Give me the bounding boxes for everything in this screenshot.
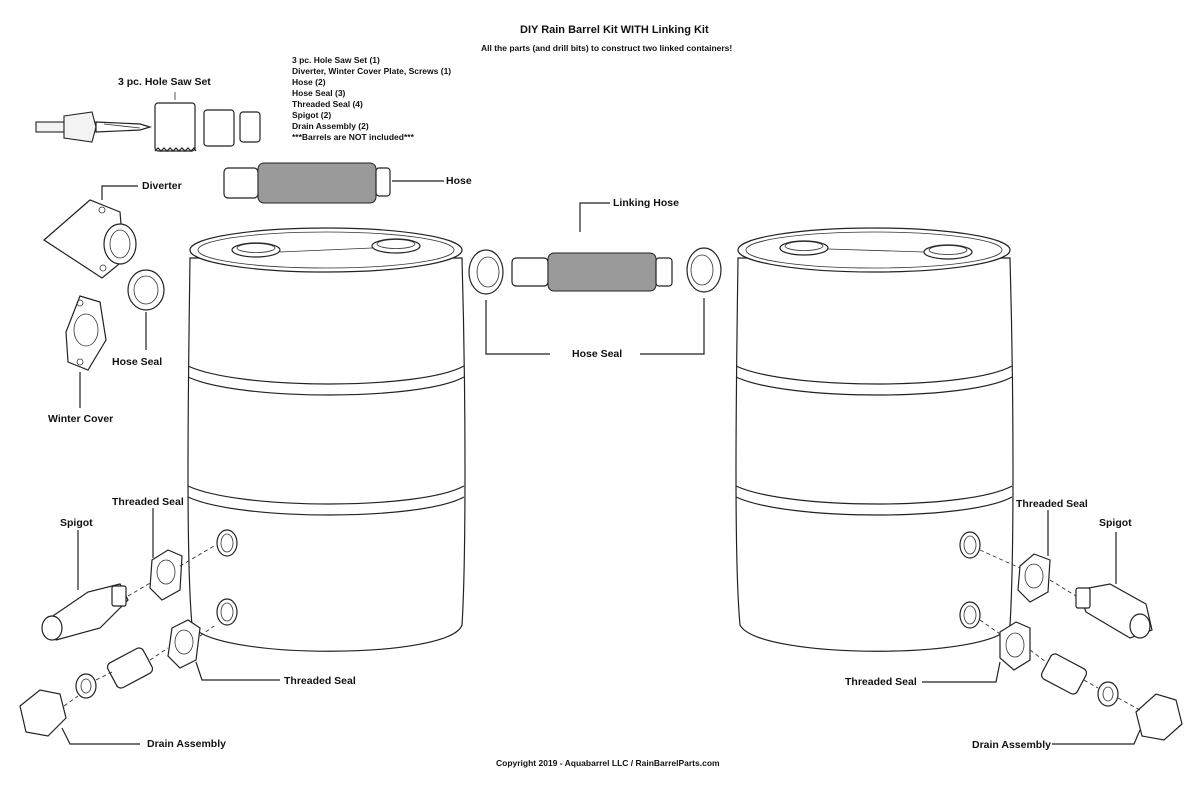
label-drain-assembly-left: Drain Assembly [147,738,226,750]
right-barrel [735,227,1014,652]
label-winter-cover: Winter Cover [48,413,114,425]
parts-list-item: Drain Assembly (2) [292,121,369,131]
label-hose-seal-center: Hose Seal [572,348,623,360]
label-threaded-seal-right-bottom: Threaded Seal [845,676,917,688]
left-barrel [187,227,466,652]
right-lower-parts [922,510,1183,745]
hose-seal-left-drawing [127,269,165,350]
parts-list-item: 3 pc. Hole Saw Set (1) [292,55,380,65]
copyright: Copyright 2019 - Aquabarrel LLC / RainBa… [496,758,720,768]
parts-list-item: Hose (2) [292,77,326,87]
label-threaded-seal-right-top: Threaded Seal [1016,498,1088,510]
parts-list-item: Diverter, Winter Cover Plate, Screws (1) [292,66,452,76]
label-hose-seal-left: Hose Seal [112,356,163,368]
label-hole-saw-set: 3 pc. Hole Saw Set [118,76,211,88]
parts-list-item: Spigot (2) [292,110,332,120]
parts-list-item: Hose Seal (3) [292,88,346,98]
diagram-title: DIY Rain Barrel Kit WITH Linking Kit [520,24,709,36]
diagram-subtitle: All the parts (and drill bits) to constr… [481,43,733,53]
label-hose: Hose [446,175,472,187]
label-diverter: Diverter [142,180,182,192]
label-spigot-left: Spigot [60,517,93,529]
parts-list-item: Threaded Seal (4) [292,99,363,109]
label-drain-assembly-right: Drain Assembly [972,739,1051,751]
label-spigot-right: Spigot [1099,517,1132,529]
hose-drawing [223,162,444,204]
left-lower-parts [19,508,280,745]
label-threaded-seal-left-top: Threaded Seal [112,496,184,508]
label-threaded-seal-left-bottom: Threaded Seal [284,675,356,687]
hole-saw-set-drawing [35,102,261,152]
parts-list: 3 pc. Hole Saw Set (1) Diverter, Winter … [292,55,451,143]
winter-cover-drawing [65,295,107,408]
parts-list-item: ***Barrels are NOT included*** [292,132,414,142]
diverter-drawing [43,185,138,279]
label-linking-hose: Linking Hose [613,197,679,209]
linking-hose-drawing [468,202,722,355]
